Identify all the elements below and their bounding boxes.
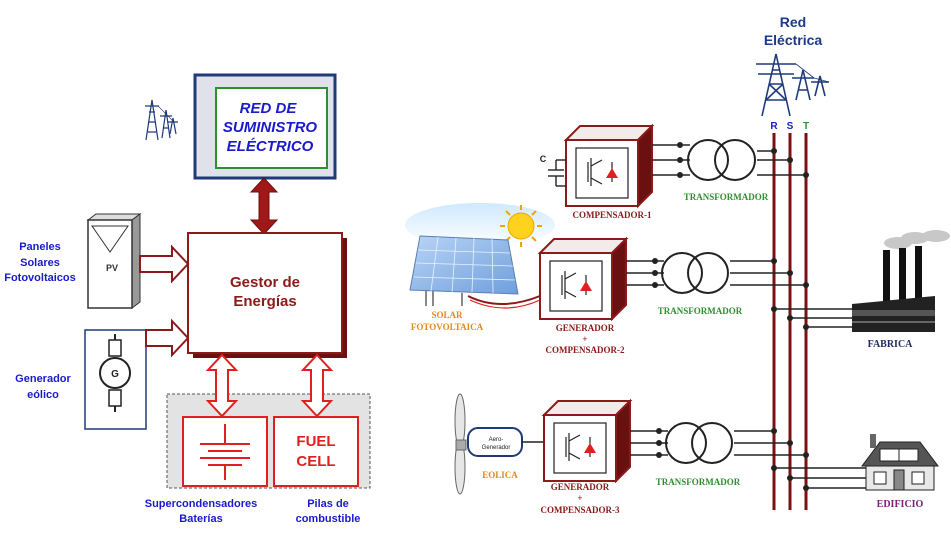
generator-arrow [145, 318, 190, 358]
storage-arrow-2 [300, 353, 334, 418]
aero-line2: Generador [482, 445, 511, 451]
building-label: EDIFICIO [877, 499, 924, 510]
building-icon [861, 434, 939, 491]
transformer-2 [661, 252, 729, 294]
nodes-row-1 [677, 142, 809, 178]
phase-s: S [787, 121, 794, 132]
tower-icon [145, 99, 178, 141]
grid-title-line1: Red [780, 14, 806, 30]
compensator3-line3: COMPENSADOR-3 [541, 505, 620, 515]
compensator2-line1: GENERADOR [556, 323, 615, 333]
manager-line1: Gestor de [230, 274, 300, 291]
compensator1-label: COMPENSADOR-1 [573, 210, 652, 220]
transformer3-label: TRANSFORMADOR [656, 477, 741, 487]
transformer-3 [665, 422, 733, 464]
phase-t: T [803, 121, 809, 132]
compensator2-line3: COMPENSADOR-2 [546, 345, 625, 355]
compensator3-line2: + [577, 493, 582, 503]
phase-r: R [770, 121, 778, 132]
compensator-2 [537, 236, 629, 322]
compensator3-line1: GENERADOR [551, 482, 610, 492]
generator-box: G [84, 329, 147, 430]
compensator-3 [541, 398, 633, 484]
aero-line1: Aero- [489, 437, 504, 443]
supercapacitor-box [182, 416, 268, 487]
wind-label: EOLICA [482, 470, 518, 480]
energy-manager-box: Gestor de Energías [187, 232, 347, 358]
solar-line2: FOTOVOLTAICA [411, 322, 484, 332]
compensator2-line2: + [582, 334, 587, 344]
wires-row-1 [652, 144, 806, 176]
transformer-1 [687, 139, 756, 181]
grid-box-line1: RED DE [240, 100, 298, 117]
capacitor-c1 [548, 159, 566, 187]
capacitor-label: C [540, 154, 547, 164]
generator-caption1: Generador [15, 373, 71, 385]
pv-caption2: Solares [20, 257, 60, 269]
grid-box-line2: SUMINISTRO [223, 119, 318, 136]
solar-panel [405, 203, 555, 309]
transformer1-label: TRANSFORMADOR [684, 192, 769, 202]
busbars [772, 133, 808, 510]
factory-icon [852, 230, 950, 332]
wires-factory [774, 308, 852, 328]
transformer2-label: TRANSFORMADOR [658, 306, 743, 316]
nodes-row-3 [656, 428, 809, 458]
solar-line1: SOLAR [431, 310, 463, 320]
fuel-cell-line2: CELL [296, 453, 335, 470]
grid-box-line3: ELÉCTRICO [227, 138, 314, 155]
grid-manager-arrow [249, 177, 279, 235]
pv-module: PV [86, 213, 142, 309]
grid-title-line2: Eléctrica [764, 32, 823, 48]
fuel-cell-line1: FUEL [296, 433, 335, 450]
fuel-caption2: combustible [296, 513, 361, 525]
nodes-factory [771, 306, 809, 330]
pv-arrow [139, 244, 190, 284]
fuel-caption1: Pilas de [307, 498, 349, 510]
pv-label: PV [106, 263, 118, 273]
fuel-cell-box: FUEL CELL [273, 416, 359, 487]
storage-arrow-1 [205, 353, 239, 418]
compensator-1 [563, 123, 655, 209]
nodes-building [771, 465, 809, 491]
supercap-caption1: Supercondensadores [145, 498, 257, 510]
nodes-row-2 [652, 258, 809, 288]
manager-line2: Energías [233, 293, 296, 310]
generator-caption2: eólico [27, 389, 59, 401]
tower-icon-large [756, 53, 830, 117]
generator-label: G [111, 369, 119, 380]
wires-building [774, 467, 866, 489]
pv-caption1: Paneles [19, 241, 61, 253]
factory-label: FABRICA [868, 339, 914, 350]
sun-icon [500, 205, 542, 247]
pv-caption3: Fotovoltaicos [4, 272, 76, 284]
supercap-caption2: Baterías [179, 513, 222, 525]
wind-turbine-icon [454, 393, 523, 495]
grid-supply-box: RED DE SUMINISTRO ELÉCTRICO [193, 73, 337, 180]
